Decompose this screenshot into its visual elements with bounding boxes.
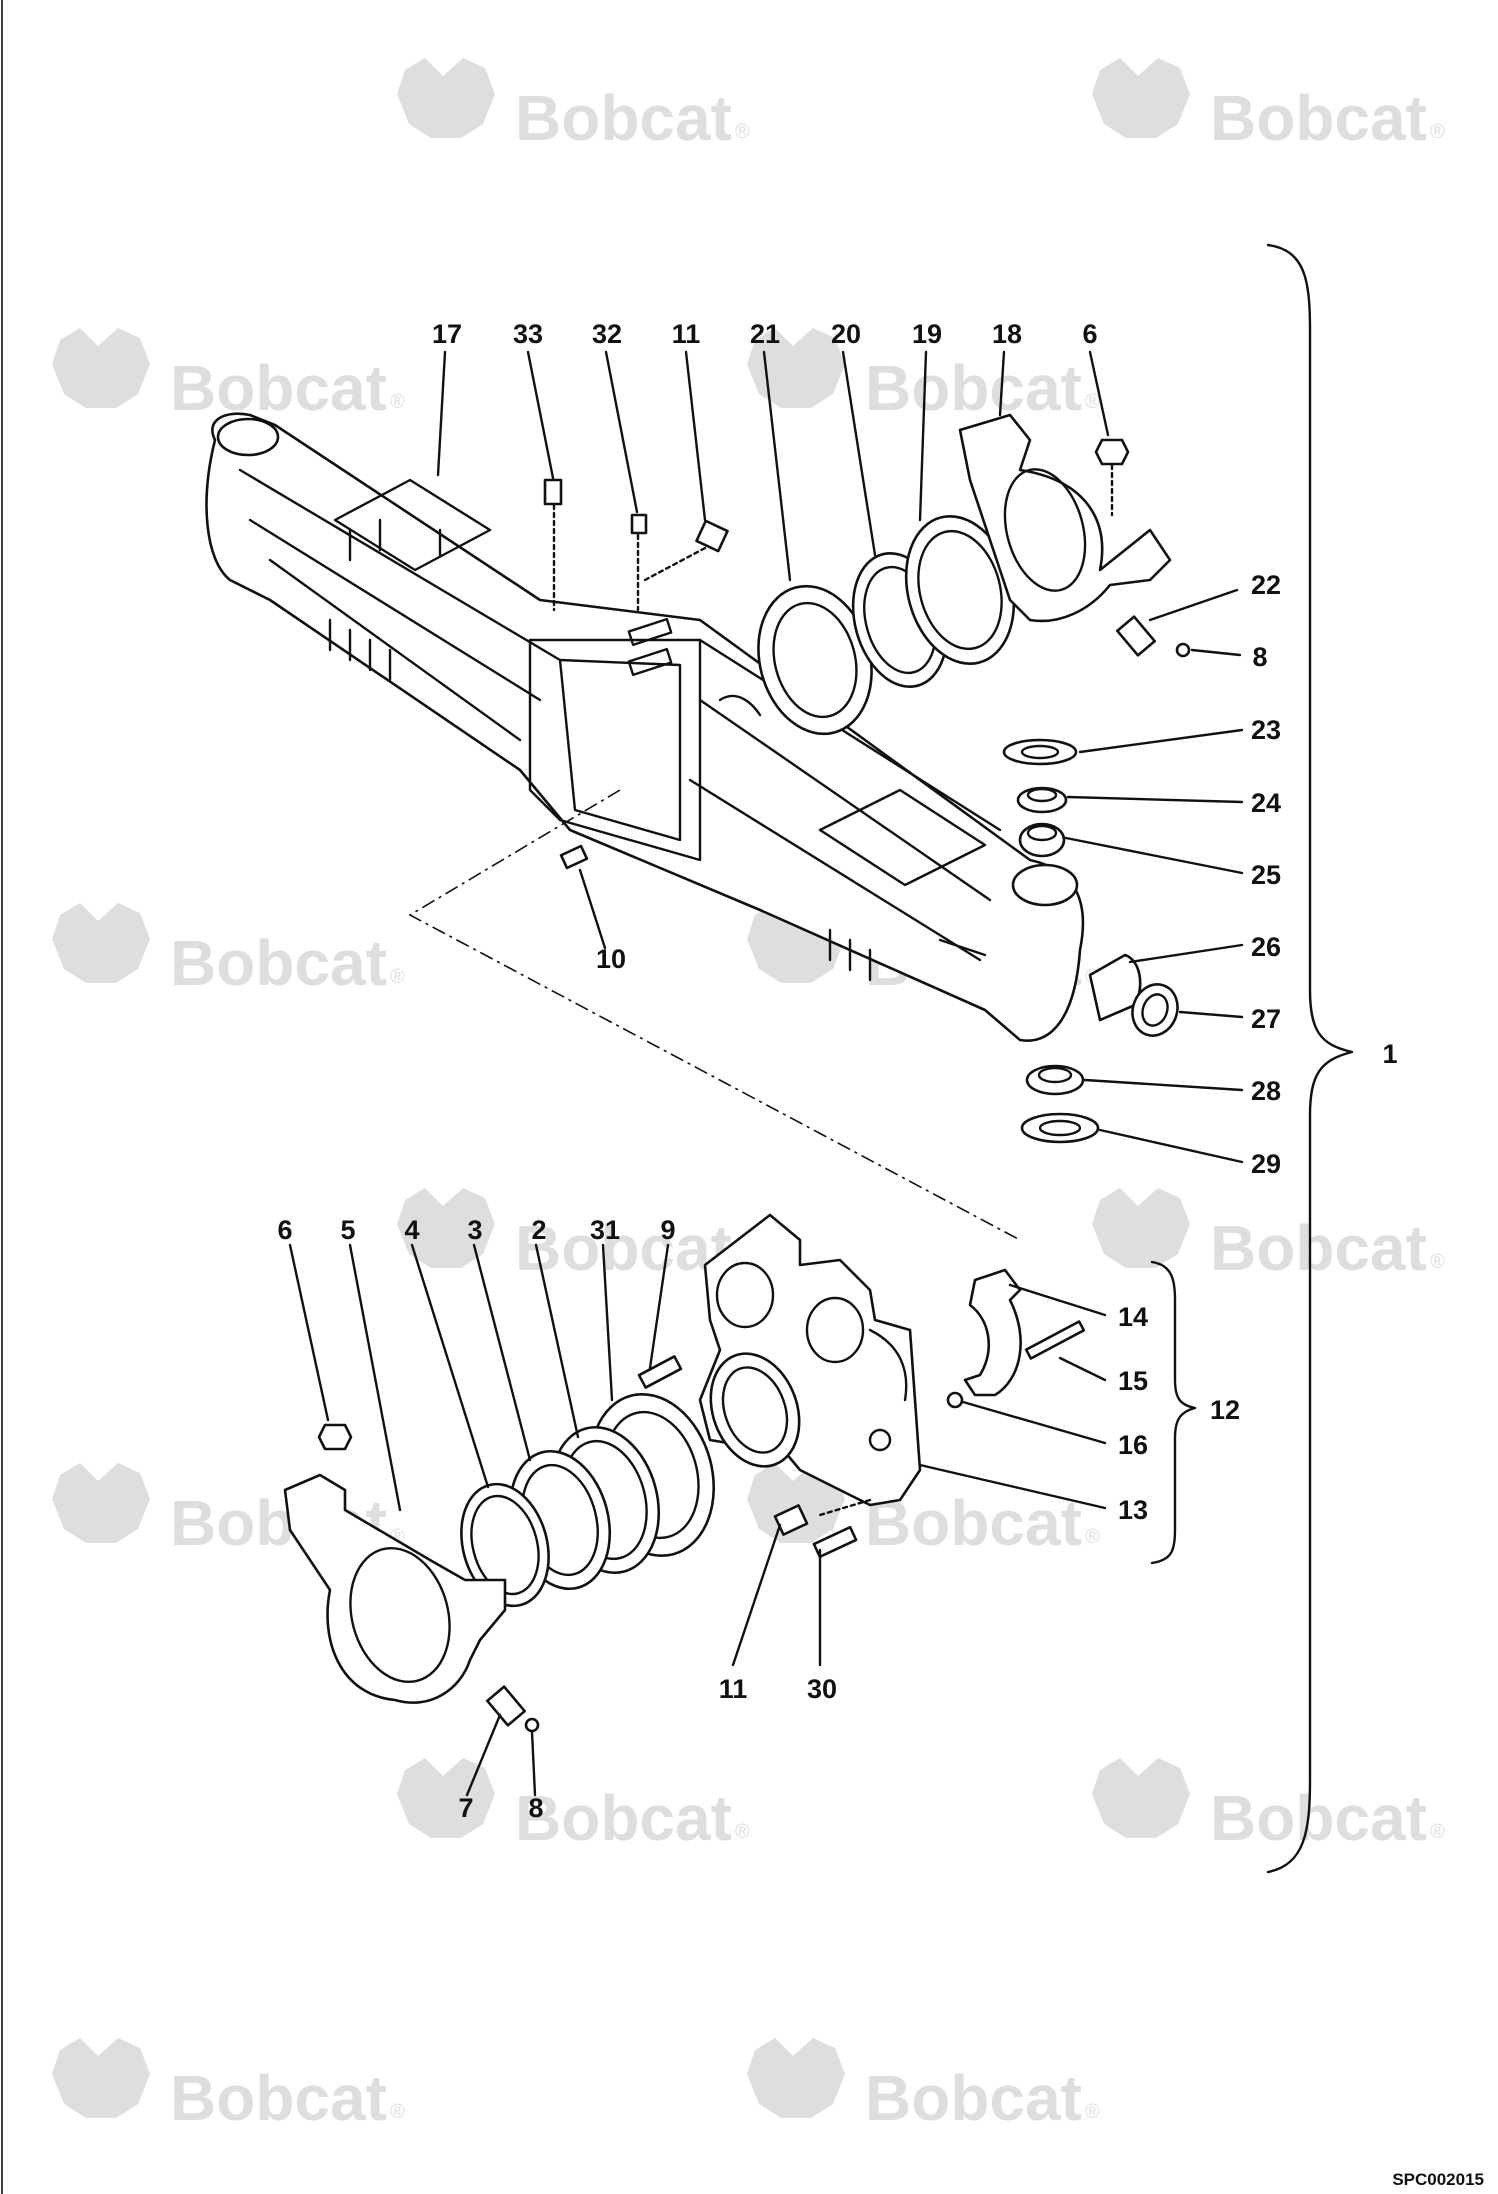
bobcat-watermark: Bobcat® [52,2038,405,2134]
bobcat-watermark: Bobcat® [747,328,1100,424]
callout-12: 12 [1210,1395,1240,1425]
bobcat-watermark: Bobcat® [397,1188,750,1284]
callout-20: 20 [831,319,861,349]
callout-15: 15 [1118,1366,1148,1396]
callout-2: 2 [531,1215,546,1245]
bobcat-watermark: Bobcat® [1092,1758,1445,1854]
leader-lines [288,350,1244,1797]
bobcat-watermark-text: Bobcat [1210,1212,1427,1284]
registered-mark: ® [1085,1526,1100,1548]
callout-26: 26 [1251,932,1281,962]
callout-19: 19 [912,319,942,349]
callout-11-bottom: 11 [719,1674,748,1704]
watermark-layer: Bobcat®Bobcat®Bobcat®Bobcat®Bobcat®Bobca… [52,58,1445,2134]
bobcat-logo-icon [52,2038,150,2118]
bobcat-logo-icon [747,1463,845,1543]
callout-23: 23 [1251,715,1281,745]
bobcat-watermark: Bobcat® [397,1758,750,1854]
registered-mark: ® [1430,121,1445,143]
registered-mark: ® [1430,1251,1445,1273]
lower-parts [283,1213,1086,1733]
callout-13: 13 [1118,1495,1148,1525]
callout-28: 28 [1251,1076,1281,1106]
registered-mark: ® [735,1821,750,1843]
callout-18: 18 [992,319,1022,349]
bobcat-logo-icon [52,328,150,408]
bobcat-logo-icon [1092,1188,1190,1268]
bobcat-watermark-text: Bobcat [1210,1782,1427,1854]
drawing-code: SPC002015 [1392,2170,1484,2189]
plug-32 [630,513,648,535]
bobcat-logo-icon [747,2038,845,2118]
bobcat-watermark-text: Bobcat [515,1212,732,1284]
bobcat-watermark-text: Bobcat [515,82,732,154]
bobcat-watermark: Bobcat® [52,903,405,999]
callout-25: 25 [1251,860,1281,890]
registered-mark: ® [735,121,750,143]
bobcat-watermark: Bobcat® [747,2038,1100,2134]
callout-27: 27 [1251,1004,1281,1034]
bobcat-watermark-text: Bobcat [865,352,1082,424]
callout-6-bottom: 6 [277,1215,292,1245]
registered-mark: ® [390,2101,405,2123]
bobcat-watermark: Bobcat® [397,58,750,154]
callout-32: 32 [592,319,622,349]
callout-3: 3 [467,1215,482,1245]
callout-8-bottom: 8 [528,1793,543,1823]
callout-17: 17 [432,319,462,349]
bobcat-watermark-text: Bobcat [865,2062,1082,2134]
callout-10: 10 [596,944,626,974]
callout-5: 5 [340,1215,355,1245]
callout-24: 24 [1251,788,1281,818]
callout-8-top: 8 [1252,642,1267,672]
plug-11 [695,519,729,553]
callout-labels: 17 33 32 11 21 20 19 18 6 22 8 23 24 25 … [277,319,1397,1823]
callout-1: 1 [1382,1039,1397,1069]
bobcat-watermark-text: Bobcat [170,2062,387,2134]
callout-30: 30 [807,1674,837,1704]
registered-mark: ® [1085,2101,1100,2123]
bobcat-logo-icon [747,328,845,408]
bobcat-logo-icon [1092,1758,1190,1838]
callout-9: 9 [660,1215,675,1245]
bobcat-logo-icon [1092,58,1190,138]
bobcat-logo-icon [52,1463,150,1543]
bobcat-watermark-text: Bobcat [170,352,387,424]
callout-16: 16 [1118,1430,1148,1460]
bobcat-watermark-text: Bobcat [170,927,387,999]
registered-mark: ® [1430,1821,1445,1843]
callout-14: 14 [1118,1302,1148,1332]
callout-7: 7 [458,1793,473,1823]
brace-assembly-12 [1150,1260,1197,1565]
bobcat-watermark: Bobcat® [747,1463,1100,1559]
bobcat-watermark: Bobcat® [1092,1188,1445,1284]
bobcat-watermark-text: Bobcat [515,1782,732,1854]
bobcat-logo-icon [397,58,495,138]
plug-33 [543,478,563,506]
callout-31: 31 [590,1215,620,1245]
callout-33: 33 [513,319,543,349]
registered-mark: ® [390,966,405,988]
bobcat-watermark: Bobcat® [1092,58,1445,154]
callout-21: 21 [750,319,780,349]
registered-mark: ® [390,391,405,413]
brace-assembly-1 [1266,243,1354,1874]
assembly-centerline [408,789,1021,1241]
bobcat-watermark-text: Bobcat [1210,82,1427,154]
callout-6-top: 6 [1082,319,1097,349]
callout-11-top: 11 [672,319,701,349]
callout-4: 4 [404,1215,419,1245]
bobcat-logo-icon [52,903,150,983]
bobcat-watermark: Bobcat® [52,328,405,424]
axle-housing [205,412,1085,1042]
upper-parts [543,413,1191,1144]
bobcat-logo-icon [397,1758,495,1838]
registered-mark: ® [1085,391,1100,413]
callout-29: 29 [1251,1149,1281,1179]
callout-22: 22 [1251,570,1281,600]
bobcat-logo-icon [397,1188,495,1268]
